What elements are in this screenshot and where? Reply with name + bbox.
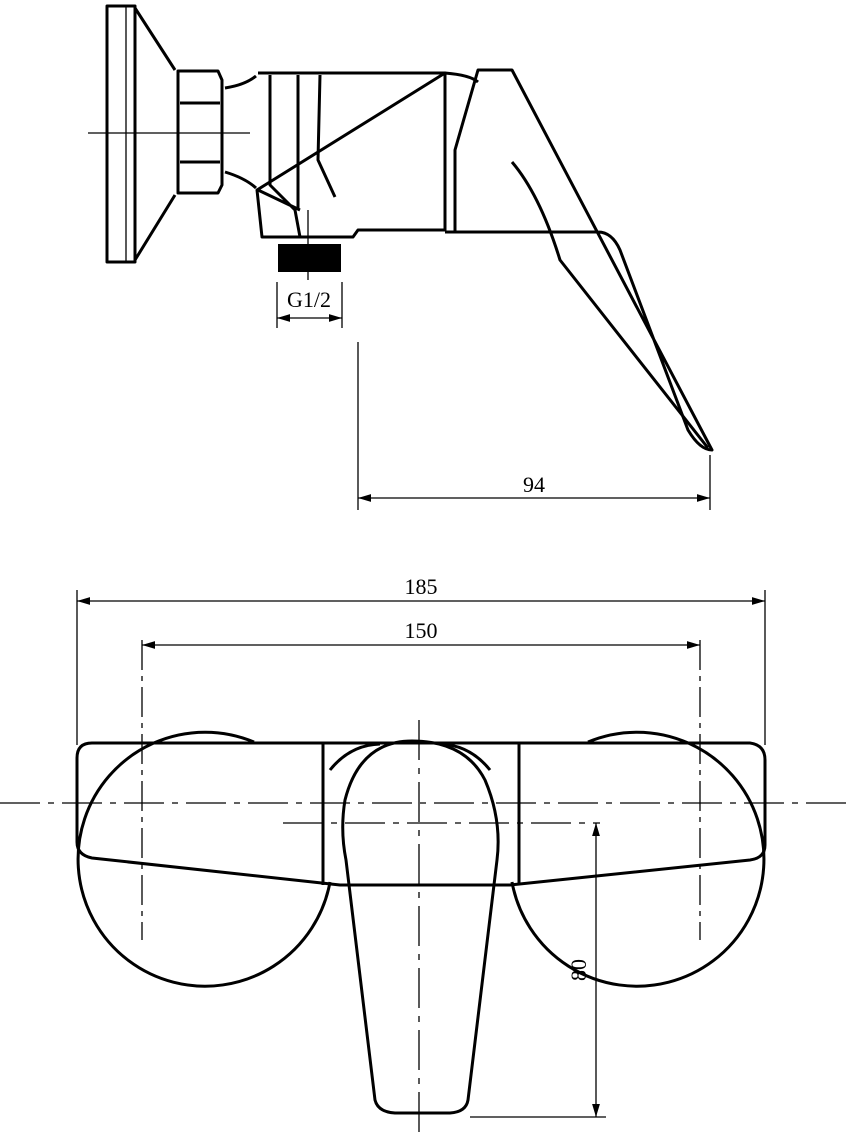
wall-escutcheons — [76, 730, 766, 988]
mixer-body — [75, 741, 767, 887]
overall-width-label: 185 — [405, 574, 438, 599]
hex-nut — [176, 69, 258, 195]
front-view: 185 150 80 — [0, 574, 847, 1140]
overall-width-dimension: 185 — [76, 574, 766, 745]
center-distance-dimension: 150 — [141, 618, 701, 940]
side-view: G1/2 94 — [88, 4, 714, 510]
thread-dimension: G1/2 — [276, 282, 343, 328]
front-handle — [328, 739, 500, 1115]
center-distance-label: 150 — [405, 618, 438, 643]
valve-body — [255, 71, 479, 239]
wall-flange — [105, 4, 177, 264]
thread-size-label: G1/2 — [287, 287, 331, 312]
handle-length-dimension: 80 — [470, 823, 606, 1118]
outlet-thread — [278, 210, 341, 280]
projection-dimension: 94 — [357, 342, 711, 510]
projection-label: 94 — [523, 472, 545, 497]
side-handle — [453, 68, 714, 452]
handle-length-label: 80 — [566, 959, 591, 981]
